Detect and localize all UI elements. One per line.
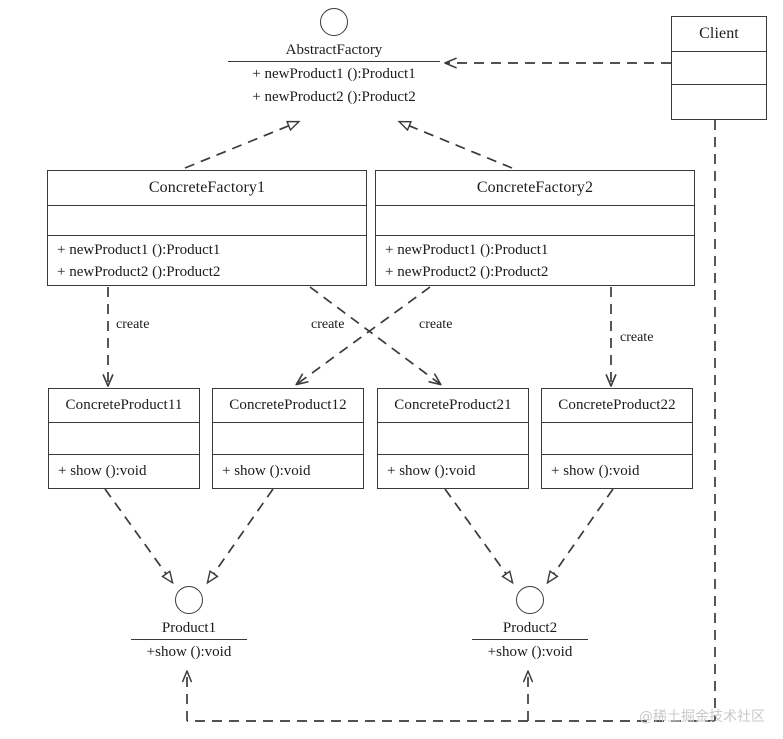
edge-factory2-realizes-abstractfactory <box>400 122 513 169</box>
concrete-product-22-operation-1: + show ():void <box>551 463 640 479</box>
concrete-product-21-operations: + show ():void <box>378 454 528 488</box>
concrete-product-11-operations: + show ():void <box>49 454 199 488</box>
concrete-product-12-name-label: ConcreteProduct12 <box>229 397 347 413</box>
interface-abstract-factory[interactable]: AbstractFactory + newProduct1 ():Product… <box>228 8 440 108</box>
edge-factory1-creates-product21 <box>309 286 442 386</box>
interface-circle-icon <box>320 8 348 36</box>
class-concrete-product-12[interactable]: ConcreteProduct12 + show ():void <box>212 388 364 489</box>
product-1-name: Product1 <box>161 620 217 636</box>
edge-label-create-1: create <box>116 317 150 332</box>
abstract-factory-operation-1: + newProduct1 ():Product1 <box>252 66 416 82</box>
concrete-product-21-name-label: ConcreteProduct21 <box>394 397 512 413</box>
client-title: Client <box>672 17 766 51</box>
concrete-factory-1-title: ConcreteFactory1 <box>48 171 366 205</box>
concrete-factory-2-operation-1: + newProduct1 ():Product1 <box>385 242 549 258</box>
edge-product21-realizes-product2 <box>444 488 512 582</box>
concrete-factory-1-operation-2: + newProduct2 ():Product2 <box>57 264 221 280</box>
concrete-product-21-title: ConcreteProduct21 <box>378 389 528 422</box>
edge-product12-realizes-product1 <box>208 488 274 582</box>
concrete-product-22-operations: + show ():void <box>542 454 692 488</box>
product-1-operation: +show ():void <box>146 644 232 660</box>
abstract-factory-name: AbstractFactory <box>285 42 383 58</box>
concrete-product-22-name-label: ConcreteProduct22 <box>558 397 676 413</box>
concrete-factory-2-name-label: ConcreteFactory2 <box>476 179 594 196</box>
class-concrete-factory-2[interactable]: ConcreteFactory2 + newProduct1 ():Produc… <box>375 170 695 286</box>
concrete-product-12-title: ConcreteProduct12 <box>213 389 363 422</box>
concrete-factory-2-operations: + newProduct1 ():Product1 + newProduct2 … <box>376 235 694 287</box>
client-operations <box>672 84 766 121</box>
concrete-factory-2-operation-2: + newProduct2 ():Product2 <box>385 264 549 280</box>
edge-label-create-3: create <box>419 317 453 332</box>
abstract-factory-operation-2: + newProduct2 ():Product2 <box>252 89 416 105</box>
class-client[interactable]: Client <box>671 16 767 120</box>
concrete-product-12-operations: + show ():void <box>213 454 363 488</box>
concrete-factory-1-operation-1: + newProduct1 ():Product1 <box>57 242 221 258</box>
concrete-factory-2-attributes <box>376 205 694 235</box>
concrete-product-11-title: ConcreteProduct11 <box>49 389 199 422</box>
concrete-factory-1-name-label: ConcreteFactory1 <box>148 179 266 196</box>
interface-product-1[interactable]: Product1 +show ():void <box>131 586 247 663</box>
product-1-interface-circle-icon <box>175 586 203 614</box>
class-concrete-product-22[interactable]: ConcreteProduct22 + show ():void <box>541 388 693 489</box>
abstract-factory-divider <box>228 61 440 62</box>
edge-product11-realizes-product1 <box>104 488 172 582</box>
product-2-name: Product2 <box>502 620 558 636</box>
concrete-product-11-operation-1: + show ():void <box>58 463 147 479</box>
concrete-product-21-attributes <box>378 422 528 454</box>
product-2-interface-circle-icon <box>516 586 544 614</box>
concrete-product-12-attributes <box>213 422 363 454</box>
edge-factory1-realizes-abstractfactory <box>184 122 298 169</box>
concrete-product-11-attributes <box>49 422 199 454</box>
class-concrete-product-21[interactable]: ConcreteProduct21 + show ():void <box>377 388 529 489</box>
edge-product22-realizes-product2 <box>548 488 614 582</box>
concrete-factory-2-title: ConcreteFactory2 <box>376 171 694 205</box>
client-name-label: Client <box>699 25 739 42</box>
interface-product-2[interactable]: Product2 +show ():void <box>472 586 588 663</box>
class-concrete-product-11[interactable]: ConcreteProduct11 + show ():void <box>48 388 200 489</box>
concrete-product-22-title: ConcreteProduct22 <box>542 389 692 422</box>
concrete-factory-1-attributes <box>48 205 366 235</box>
client-attributes <box>672 51 766 84</box>
concrete-factory-1-operations: + newProduct1 ():Product1 + newProduct2 … <box>48 235 366 287</box>
edge-factory2-creates-product12 <box>295 286 431 386</box>
concrete-product-21-operation-1: + show ():void <box>387 463 476 479</box>
concrete-product-22-attributes <box>542 422 692 454</box>
product-2-operation: +show ():void <box>487 644 573 660</box>
product-1-divider <box>131 639 247 640</box>
concrete-product-11-name-label: ConcreteProduct11 <box>65 397 183 413</box>
concrete-product-12-operation-1: + show ():void <box>222 463 311 479</box>
edge-label-create-2: create <box>311 317 345 332</box>
watermark-text: @稀土掘金技术社区 <box>639 709 765 725</box>
edge-label-create-4: create <box>620 330 654 345</box>
class-concrete-factory-1[interactable]: ConcreteFactory1 + newProduct1 ():Produc… <box>47 170 367 286</box>
product-2-divider <box>472 639 588 640</box>
